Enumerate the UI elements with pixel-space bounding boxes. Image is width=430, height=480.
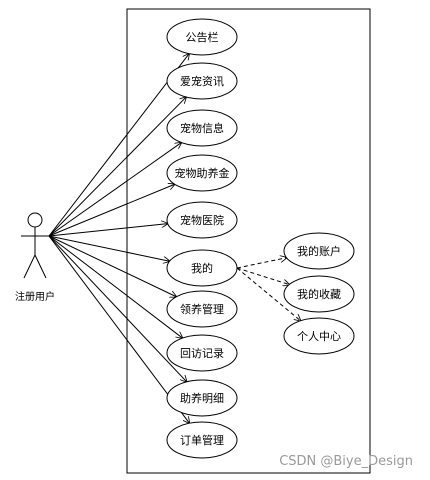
use-case-pet-fund: 宠物助养金 xyxy=(166,154,238,192)
use-case-ellipse xyxy=(166,62,238,100)
use-case-label: 订单管理 xyxy=(180,433,224,447)
association-line xyxy=(48,54,189,237)
use-case-label: 我的 xyxy=(191,261,213,275)
watermark-text: CSDN @Biye_Design xyxy=(279,454,413,469)
use-case-ellipse xyxy=(166,109,238,147)
actor-name: 注册用户 xyxy=(15,290,55,303)
use-case-order-mgmt: 订单管理 xyxy=(166,421,238,459)
use-case-pet-hospital: 宠物医院 xyxy=(166,201,238,239)
actor-right-leg xyxy=(34,254,47,279)
use-case-label: 助养明细 xyxy=(180,391,224,405)
association-line xyxy=(48,224,168,237)
include-line xyxy=(236,267,289,285)
association-lines xyxy=(48,54,189,423)
use-case-mine: 我的 xyxy=(166,249,238,287)
actor: 注册用户 xyxy=(15,212,55,303)
sub-use-case-label: 个人中心 xyxy=(297,330,341,343)
use-case-sponsor-detail: 助养明细 xyxy=(166,379,238,417)
use-case-label: 爱宠资讯 xyxy=(180,74,224,88)
system-boundary xyxy=(126,8,371,474)
sub-use-case-label: 我的收藏 xyxy=(297,287,341,301)
sub-use-case-ellipse xyxy=(283,317,355,355)
actor-head xyxy=(27,212,43,228)
use-case-label: 宠物助养金 xyxy=(175,166,230,180)
association-line xyxy=(48,235,189,423)
use-case-bulletin: 公告栏 xyxy=(166,18,238,56)
sub-use-case-personal-center: 个人中心 xyxy=(283,317,355,355)
use-case-ellipse xyxy=(166,18,238,56)
use-case-visit-records: 回访记录 xyxy=(166,334,238,372)
use-case-ellipse xyxy=(166,290,238,328)
association-line xyxy=(48,143,181,237)
use-case-pet-news: 爱宠资讯 xyxy=(166,62,238,100)
sub-use-case-label: 我的账户 xyxy=(297,244,341,258)
association-line xyxy=(48,235,187,382)
use-case-label: 公告栏 xyxy=(186,30,219,44)
use-case-ellipse xyxy=(166,249,238,287)
use-case-pet-info: 宠物信息 xyxy=(166,109,238,147)
include-line xyxy=(236,258,287,269)
association-line xyxy=(48,235,170,261)
association-line xyxy=(48,235,176,297)
use-case-ellipse xyxy=(166,154,238,192)
sub-use-case-ellipse xyxy=(283,275,355,313)
include-lines xyxy=(236,258,301,321)
sub-use-case-ellipse xyxy=(283,232,355,270)
use-case-ellipse xyxy=(166,421,238,459)
use-case-label: 领养管理 xyxy=(180,302,224,316)
use-case-adoption-mgmt: 领养管理 xyxy=(166,290,238,328)
use-case-label: 宠物信息 xyxy=(180,121,224,135)
use-case-ellipse xyxy=(166,379,238,417)
use-case-label: 回访记录 xyxy=(180,347,224,360)
actor-left-leg xyxy=(23,254,36,279)
use-case-label: 宠物医院 xyxy=(180,213,224,227)
association-line xyxy=(48,235,182,338)
use-case-ellipse xyxy=(166,334,238,372)
sub-use-case-my-account: 我的账户 xyxy=(283,232,355,270)
association-line xyxy=(48,184,175,237)
association-line xyxy=(48,97,186,237)
use-case-ellipse xyxy=(166,201,238,239)
sub-use-case-my-favorites: 我的收藏 xyxy=(283,275,355,313)
